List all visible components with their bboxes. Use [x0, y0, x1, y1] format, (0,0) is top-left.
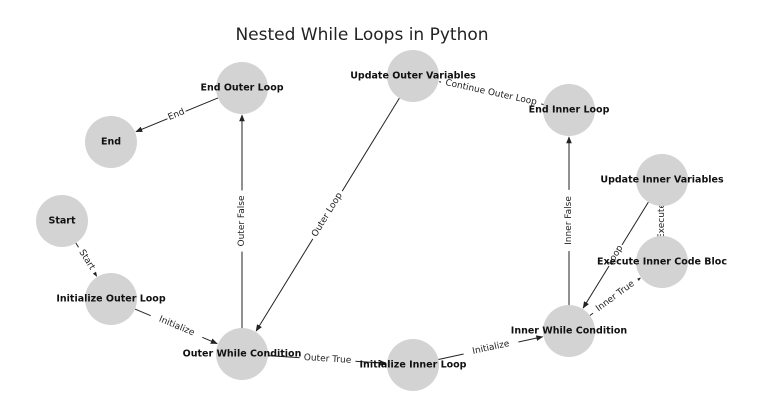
edge-label-background — [589, 274, 642, 319]
edge-label-text: Initialize — [472, 339, 511, 357]
edge-label-inner-true: Inner True — [589, 274, 642, 319]
node-label: Outer While Condition — [183, 349, 302, 360]
edge-label-background — [148, 310, 205, 343]
node-label: End Inner Loop — [529, 105, 610, 116]
edge-label-outer-loop: Outer Loop — [307, 188, 348, 242]
edge-label-text: Inner False — [564, 196, 574, 245]
node-circle — [636, 236, 688, 288]
edge-label-end: End — [165, 105, 188, 125]
edge-label-text: Inner True — [594, 279, 637, 314]
edge-label-initialize: Initialize — [148, 310, 205, 343]
node-update-outer: Update Outer Variables — [350, 50, 476, 102]
node-outer-cond: Outer While Condition — [183, 328, 302, 380]
node-circle — [85, 273, 137, 325]
node-circle — [387, 50, 439, 102]
edge-label-text: Outer False — [237, 195, 247, 246]
edge-label-background — [165, 105, 188, 125]
edge-label-background — [462, 336, 520, 360]
edge-label-start: Start — [73, 244, 100, 276]
edge-label-background — [236, 190, 248, 252]
node-circle — [216, 328, 268, 380]
node-circle — [85, 116, 137, 168]
node-circle — [36, 195, 88, 247]
node-start: Start — [36, 195, 88, 247]
edge-label-text: Execute — [657, 203, 667, 239]
edge-label-background — [299, 351, 356, 368]
node-label: Start — [48, 216, 75, 227]
node-label: Update Outer Variables — [350, 71, 476, 82]
edge-label-text: Outer True — [303, 353, 352, 366]
node-end: End — [85, 116, 137, 168]
edge-label-background — [603, 241, 628, 270]
node-init-outer: Initialize Outer Loop — [56, 273, 166, 325]
edge-label-background — [73, 244, 100, 276]
edge-label-background — [656, 200, 668, 242]
node-circle — [543, 305, 595, 357]
edge-label-inner-false: Inner False — [563, 189, 575, 252]
edge-label-background — [563, 189, 575, 252]
node-label: Initialize Inner Loop — [360, 360, 467, 371]
node-init-inner: Initialize Inner Loop — [360, 339, 467, 391]
edge-label-outer-false: Outer False — [236, 190, 248, 252]
node-label: Inner While Condition — [511, 326, 628, 337]
node-label: Execute Inner Code Bloc — [597, 257, 727, 268]
edge-label-initialize: Initialize — [462, 336, 520, 360]
node-label: Initialize Outer Loop — [56, 294, 165, 305]
node-inner-cond: Inner While Condition — [511, 305, 628, 357]
node-end-inner: End Inner Loop — [529, 84, 610, 136]
node-label: Update Inner Variables — [600, 175, 724, 186]
node-circle — [387, 339, 439, 391]
edge-label-text: Continue Outer Loop — [444, 78, 538, 108]
edge-label-background — [439, 76, 543, 110]
edge-label-outer-true: Outer True — [299, 351, 356, 368]
node-label: End — [101, 137, 121, 148]
edge-label-background — [307, 188, 348, 242]
diagram-title: Nested While Loops in Python — [235, 25, 488, 45]
node-circle — [636, 154, 688, 206]
node-circle — [216, 62, 268, 114]
node-exec-inner: Execute Inner Code Bloc — [597, 236, 727, 288]
edge-label-execute: Execute — [656, 200, 668, 242]
node-label: End Outer Loop — [200, 83, 283, 94]
node-end-outer: End Outer Loop — [200, 62, 284, 114]
edge-label-text: Outer Loop — [310, 191, 345, 239]
node-circle — [543, 84, 595, 136]
node-update-inner: Update Inner Variables — [600, 154, 724, 206]
